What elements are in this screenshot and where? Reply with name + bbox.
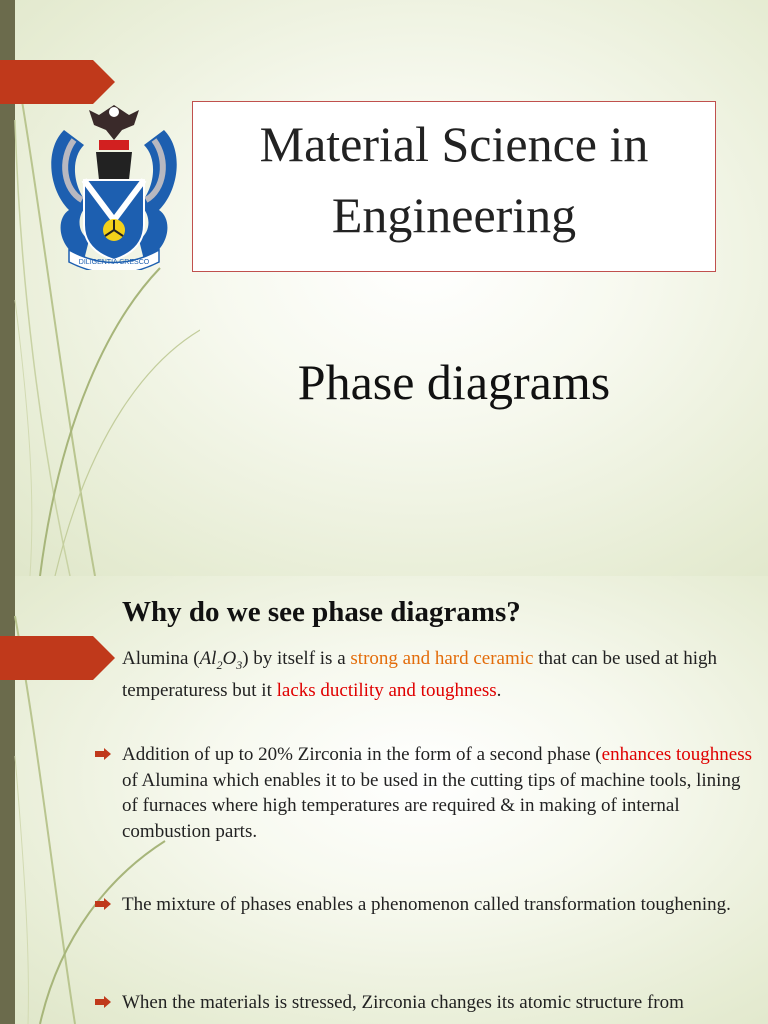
paragraph-alumina: Alumina (Al2O3) by itself is a strong an…: [122, 646, 758, 704]
formula-al-symbol: Al: [199, 648, 217, 669]
title-line-1: Material Science in: [259, 116, 649, 172]
content-slide: [0, 576, 768, 1024]
text-run: Alumina (: [122, 648, 200, 669]
arrow-bullet-icon: [95, 996, 111, 1008]
formula-al-sub: 2: [216, 657, 223, 672]
formula-o-symbol: O: [222, 648, 237, 669]
text-run: .: [496, 680, 502, 702]
decorative-swirl: [14, 59, 200, 576]
title-slide: DILIGENTIA CRESCO Material Science in En…: [0, 0, 768, 576]
slide-subtitle: Phase diagrams: [297, 354, 611, 410]
formula-o-sub: 3: [236, 657, 243, 672]
text-run: ) by itself is a: [242, 648, 351, 669]
sidebar-bar: [0, 0, 15, 576]
text-run: of Alumina which enables it to be used i…: [122, 769, 741, 842]
text-run: Addition of up to 20% Zirconia in the fo…: [122, 744, 602, 765]
sidebar-bar: [0, 576, 15, 1024]
crest-motto: DILIGENTIA CRESCO: [79, 259, 150, 266]
title-box: Material Science in Engineering: [192, 101, 716, 272]
arrow-bullet-icon: [95, 748, 111, 760]
paragraph-stress: When the materials is stressed, Zirconia…: [122, 992, 684, 1013]
text-run: that can be used at high temperaturess b…: [122, 648, 718, 702]
accent-arrow-tab: [0, 636, 115, 680]
arrow-bullet-icon: [95, 898, 111, 910]
paragraph-transformation: The mixture of phases enables a phenomen…: [122, 894, 731, 915]
formula-al: Al2O3: [199, 648, 243, 672]
university-crest-logo: DILIGENTIA CRESCO: [51, 105, 177, 270]
highlight-red: lacks ductility and toughness: [276, 680, 497, 702]
paragraph-zirconia: Addition of up to 20% Zirconia in the fo…: [122, 742, 758, 844]
slide-heading: Why do we see phase diagrams?: [122, 596, 521, 628]
title-line-2: Engineering: [331, 187, 577, 243]
highlight-orange: strong and hard ceramic: [350, 648, 534, 669]
highlight-red: enhances toughness: [601, 744, 753, 765]
accent-arrow-tab: [0, 60, 115, 104]
